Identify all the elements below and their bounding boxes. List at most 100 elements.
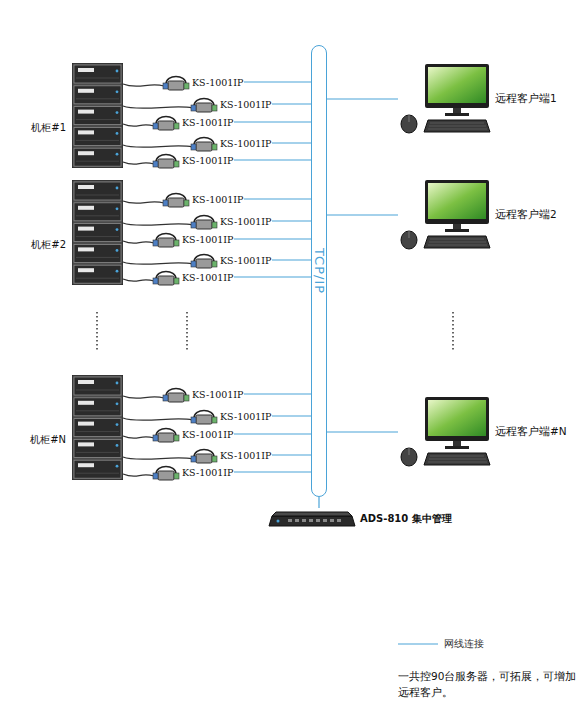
rack-label: 机柜#N bbox=[30, 433, 66, 447]
rack-illustration bbox=[72, 375, 123, 480]
server-cable bbox=[123, 201, 164, 203]
client-node: 远程客户端1 bbox=[398, 62, 557, 136]
network-cable bbox=[234, 159, 312, 160]
dongle-node: KS-1001IP bbox=[162, 384, 244, 404]
server-cable bbox=[123, 279, 154, 281]
device-model-label: KS-1001IP bbox=[220, 138, 272, 149]
client-node: 远程客户端2 bbox=[398, 178, 557, 252]
device-model-label: KS-1001IP bbox=[192, 389, 244, 400]
dongle-node: KS-1001IP bbox=[190, 445, 272, 465]
device-model-label: KS-1001IP bbox=[192, 194, 244, 205]
kvm-dongle-icon bbox=[152, 267, 180, 287]
kvm-dongle-icon bbox=[190, 211, 218, 231]
device-model-label: KS-1001IP bbox=[220, 255, 272, 266]
server-cable bbox=[123, 436, 154, 438]
rack-node: 机柜#N bbox=[72, 375, 123, 480]
network-cable bbox=[272, 259, 312, 260]
dongle-node: KS-1001IP bbox=[152, 462, 234, 482]
kvm-dongle-icon bbox=[162, 189, 190, 209]
network-cable bbox=[327, 214, 398, 215]
rack-node: 机柜#1 bbox=[72, 63, 123, 168]
server-cable bbox=[123, 474, 154, 476]
dongle-node: KS-1001IP bbox=[152, 229, 234, 249]
client-node: 远程客户端#N bbox=[398, 395, 567, 469]
dongle-node: KS-1001IP bbox=[152, 267, 234, 287]
network-cable bbox=[244, 198, 312, 199]
kvm-dongle-icon bbox=[190, 445, 218, 465]
kvm-dongle-icon bbox=[190, 250, 218, 270]
bus-node: TCP/IP bbox=[311, 45, 327, 497]
server-cable bbox=[123, 162, 154, 164]
device-model-label: KS-1001IP bbox=[220, 411, 272, 422]
network-cable bbox=[234, 121, 312, 122]
dongle-node: KS-1001IP bbox=[152, 424, 234, 444]
server-cable bbox=[123, 262, 192, 264]
server-cable bbox=[123, 241, 154, 243]
device-model-label: KS-1001IP bbox=[182, 155, 234, 166]
rack-node: 机柜#2 bbox=[72, 180, 123, 285]
client-pc-illustration bbox=[398, 178, 493, 252]
server-cable bbox=[123, 457, 192, 459]
network-cable bbox=[244, 393, 312, 394]
device-label: ADS-810 集中管理 bbox=[360, 512, 452, 526]
client-label: 远程客户端#N bbox=[495, 425, 567, 439]
kvm-dongle-icon bbox=[152, 424, 180, 444]
note-text: 一共控90台服务器，可拓展，可增加远程客户。 bbox=[398, 670, 576, 698]
rack-illustration bbox=[72, 63, 123, 168]
rack-illustration bbox=[72, 180, 123, 285]
kvm-dongle-icon bbox=[190, 133, 218, 153]
client-pc-illustration bbox=[398, 62, 493, 136]
dongle-node: KS-1001IP bbox=[152, 150, 234, 170]
server-cable bbox=[123, 418, 192, 420]
legend-line-sample bbox=[398, 641, 438, 647]
device-model-label: KS-1001IP bbox=[182, 272, 234, 283]
kvm-dongle-icon bbox=[152, 462, 180, 482]
server-cable bbox=[123, 106, 192, 108]
device-model-label: KS-1001IP bbox=[220, 99, 272, 110]
rack-label: 机柜#1 bbox=[31, 121, 66, 135]
client-label: 远程客户端2 bbox=[495, 208, 557, 222]
kvm-dongle-icon bbox=[162, 384, 190, 404]
device-model-label: KS-1001IP bbox=[182, 117, 234, 128]
dongle-node: KS-1001IP bbox=[162, 72, 244, 92]
rack-label: 机柜#2 bbox=[31, 238, 66, 252]
note: 一共控90台服务器，可拓展，可增加远程客户。 bbox=[398, 668, 580, 700]
network-cable bbox=[234, 471, 312, 472]
dongle-node: KS-1001IP bbox=[162, 189, 244, 209]
ads-810-device bbox=[268, 508, 356, 530]
dongle-node: KS-1001IP bbox=[190, 250, 272, 270]
device-model-label: KS-1001IP bbox=[220, 450, 272, 461]
client-label: 远程客户端1 bbox=[495, 92, 557, 106]
dongle-node: KS-1001IP bbox=[190, 406, 272, 426]
network-cable bbox=[327, 431, 398, 432]
network-cable bbox=[272, 454, 312, 455]
network-cable bbox=[244, 81, 312, 82]
kvm-dongle-icon bbox=[190, 94, 218, 114]
dongle-node: KS-1001IP bbox=[190, 133, 272, 153]
dongle-node: KS-1001IP bbox=[152, 112, 234, 132]
network-cable bbox=[272, 220, 312, 221]
kvm-dongle-icon bbox=[162, 72, 190, 92]
device-model-label: KS-1001IP bbox=[182, 429, 234, 440]
device-model-label: KS-1001IP bbox=[192, 77, 244, 88]
network-cable bbox=[272, 415, 312, 416]
kvm-dongle-icon bbox=[152, 229, 180, 249]
legend-text: 网线连接 bbox=[444, 637, 484, 651]
kvm-dongle-icon bbox=[190, 406, 218, 426]
server-cable bbox=[123, 223, 192, 225]
network-cable bbox=[272, 103, 312, 104]
network-cable bbox=[272, 142, 312, 143]
kvm-dongle-icon bbox=[152, 150, 180, 170]
legend: 网线连接 bbox=[398, 637, 484, 651]
device-model-label: KS-1001IP bbox=[220, 216, 272, 227]
network-cable bbox=[234, 433, 312, 434]
device-model-label: KS-1001IP bbox=[182, 234, 234, 245]
server-cable bbox=[123, 396, 164, 398]
kvm-dongle-icon bbox=[152, 112, 180, 132]
network-bus-label: TCP/IP bbox=[312, 248, 327, 294]
continuation-dots bbox=[97, 312, 453, 350]
dongle-node: KS-1001IP bbox=[190, 94, 272, 114]
network-cable bbox=[318, 497, 319, 508]
server-cable bbox=[123, 145, 192, 147]
device-model-label: KS-1001IP bbox=[182, 467, 234, 478]
